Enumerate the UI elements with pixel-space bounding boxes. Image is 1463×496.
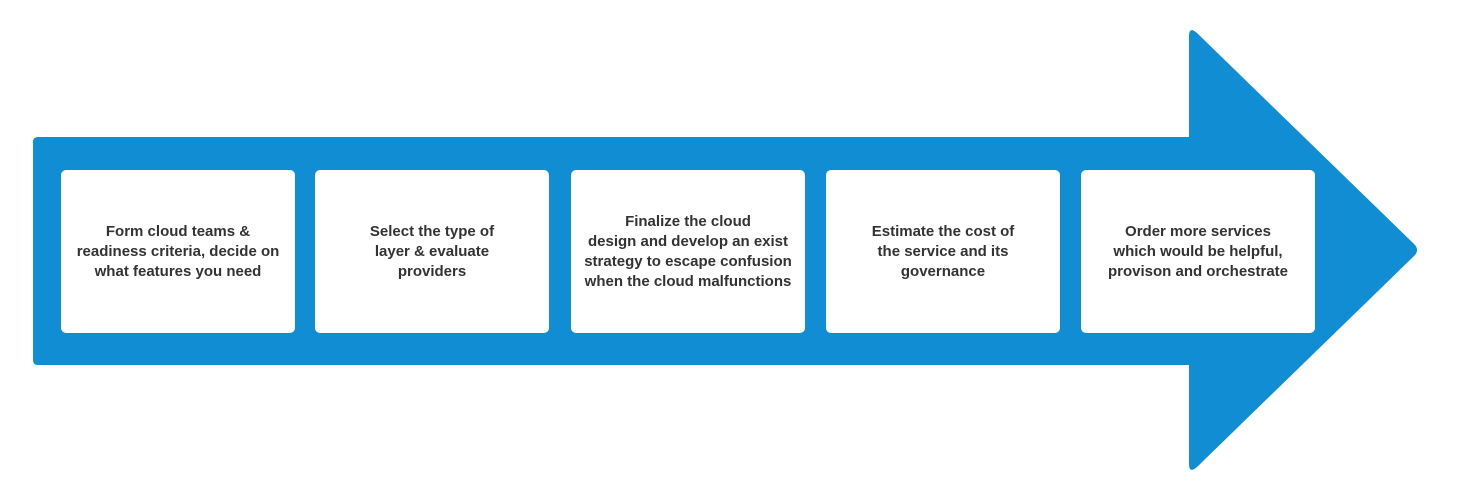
step-3-label: Finalize the cloud design and develop an…: [584, 212, 792, 290]
step-1-box: Form cloud teams & readiness criteria, d…: [61, 170, 295, 333]
step-5-box: Order more services which would be helpf…: [1081, 170, 1315, 333]
step-4-box: Estimate the cost of the service and its…: [826, 170, 1060, 333]
step-4-label: Estimate the cost of the service and its…: [871, 222, 1015, 280]
step-2-label: Select the type of layer & evaluate prov…: [369, 222, 495, 280]
step-5-label: Order more services which would be helpf…: [1107, 222, 1289, 280]
step-3-box: Finalize the cloud design and develop an…: [571, 170, 805, 333]
step-2-box: Select the type of layer & evaluate prov…: [315, 170, 549, 333]
step-1-label: Form cloud teams & readiness criteria, d…: [76, 222, 280, 280]
